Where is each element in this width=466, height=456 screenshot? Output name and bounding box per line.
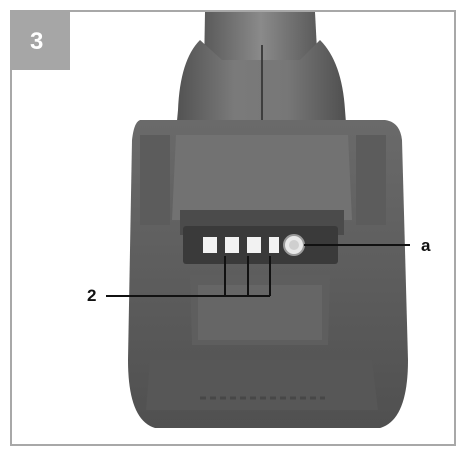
charge-button-center	[289, 240, 299, 250]
callout-label-a: a	[421, 236, 431, 255]
step-number: 3	[30, 28, 44, 55]
figure-frame	[10, 10, 456, 446]
callout-label-2: 2	[87, 286, 97, 305]
step-number-badge: 3	[10, 10, 70, 70]
battery-lower-face	[198, 285, 322, 340]
charge-segment-1	[203, 237, 217, 253]
battery-rail-left	[140, 135, 170, 225]
charge-segment-4	[269, 237, 279, 253]
battery-rail-right	[356, 135, 386, 225]
charge-segment-3	[247, 237, 261, 253]
charge-segment-2	[225, 237, 239, 253]
battery-housing	[172, 135, 352, 220]
battery-base-lip	[146, 360, 378, 410]
